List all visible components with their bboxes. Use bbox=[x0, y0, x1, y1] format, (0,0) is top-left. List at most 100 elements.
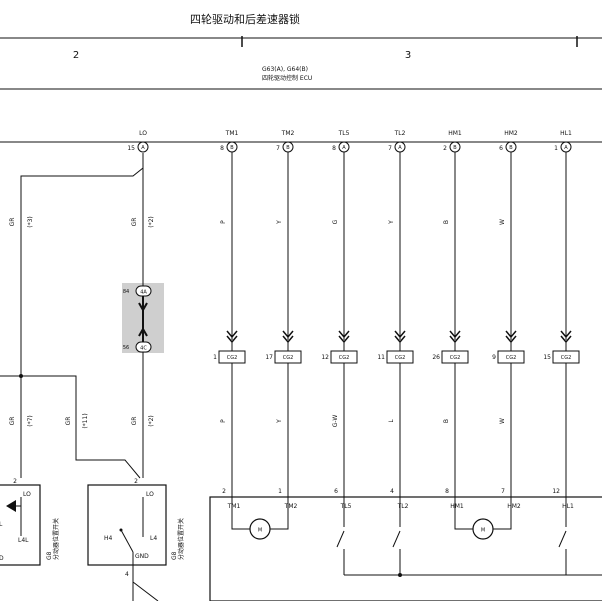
motor-icon bbox=[249, 518, 271, 540]
ecu-pin-number: 7 bbox=[276, 145, 280, 152]
motor-lead bbox=[454, 497, 473, 530]
left-wire-note: (*11) bbox=[82, 413, 89, 428]
actuator-label: HM1 bbox=[450, 503, 464, 510]
ecu-pin-name: TM2 bbox=[281, 130, 295, 137]
actuator-pin-number: 12 bbox=[552, 488, 560, 495]
switch-right-label-gnd: GND bbox=[135, 553, 149, 560]
ecu-pin-name: TM1 bbox=[225, 130, 239, 137]
switch-right-name: 分动器位置开关 bbox=[177, 518, 185, 560]
actuator-pin-number: 1 bbox=[278, 488, 282, 495]
switch-right-label-lo: LO bbox=[146, 491, 154, 498]
motor-lead bbox=[231, 497, 250, 530]
actuator-label: TL5 bbox=[340, 503, 352, 510]
switch-left-label-l: L bbox=[0, 521, 3, 528]
switch-right-ref: G8 bbox=[171, 551, 178, 560]
ecu-pin-number: 1 bbox=[554, 145, 558, 152]
cg2-connector-label: CG2 bbox=[450, 355, 461, 361]
actuator-label: TM2 bbox=[284, 503, 298, 510]
ecu-pin-name: TL5 bbox=[338, 130, 350, 137]
arrow-down-icon bbox=[394, 330, 406, 339]
cg2-connector-label: CG2 bbox=[561, 355, 572, 361]
switch-left-pin: 2 bbox=[13, 478, 17, 485]
ecu-pin-connector-id: B bbox=[509, 145, 513, 151]
switch-right-pin-bottom: 4 bbox=[125, 571, 129, 578]
upper-wire-color: P bbox=[220, 220, 227, 224]
cg2-pin-number: 26 bbox=[432, 354, 440, 361]
arrow-down-icon bbox=[282, 330, 294, 339]
ecu-pin-name: LO bbox=[139, 130, 147, 137]
joint-top-num: 84 bbox=[123, 289, 129, 295]
arrow-down-icon bbox=[449, 330, 461, 339]
motor-symbol: M bbox=[258, 528, 262, 534]
motor-icon bbox=[472, 518, 494, 540]
limit-switch-contact bbox=[392, 530, 401, 548]
switch-left: 2 LO L L4L D G8 分动器位置开关 bbox=[0, 478, 60, 566]
column-number-3: 3 bbox=[405, 50, 411, 61]
switch-right: 2 LO L4 H4 GND 4 G8 分动器位置开关 bbox=[87, 478, 185, 602]
joint-connector: 4A 84 4C 56 bbox=[123, 285, 152, 353]
joint-bot-id: 4C bbox=[140, 346, 147, 352]
limit-switch-contact bbox=[336, 530, 345, 548]
actuator-box bbox=[209, 496, 602, 602]
ecu-pin-connector-id: A bbox=[342, 145, 346, 151]
actuator-pin-number: 2 bbox=[222, 488, 226, 495]
lower-wire-color: P bbox=[220, 419, 227, 423]
cg2-pin-number: 11 bbox=[377, 354, 385, 361]
left-wire-color: GR bbox=[9, 218, 16, 227]
ecu-pin-number: 6 bbox=[499, 145, 503, 152]
left-wire-note: (*2) bbox=[148, 415, 155, 427]
switch-right-pin: 2 bbox=[134, 478, 138, 485]
left-wire-note: (*3) bbox=[27, 216, 34, 228]
motor-lead bbox=[493, 497, 512, 530]
motor-lead bbox=[270, 497, 289, 530]
switch-left-label-d: D bbox=[0, 555, 4, 562]
cg2-pin-number: 12 bbox=[321, 354, 329, 361]
left-wire-note: (*2) bbox=[148, 216, 155, 228]
lower-wire-color: B bbox=[443, 419, 450, 423]
ground-lead bbox=[132, 581, 159, 602]
ecu-pin-connector-id: A bbox=[398, 145, 402, 151]
switch-right-label-h4: H4 bbox=[104, 535, 113, 542]
left-wiring bbox=[0, 153, 144, 479]
ecu-name: 四轮驱动控制 ECU bbox=[262, 74, 312, 82]
left-wire-note: (*7) bbox=[27, 415, 34, 427]
joint-top-id: 4A bbox=[140, 290, 147, 296]
lower-wire-color: W bbox=[499, 418, 506, 424]
cg2-connector-label: CG2 bbox=[283, 355, 294, 361]
ecu-pin-connector-id: B bbox=[230, 145, 234, 151]
splice-point bbox=[19, 374, 23, 378]
actuator-pin-number: 8 bbox=[445, 488, 449, 495]
ecu-pin-number: 15 bbox=[127, 145, 135, 152]
cg2-pin-number: 9 bbox=[492, 354, 496, 361]
cg2-connector-label: CG2 bbox=[227, 355, 238, 361]
lower-wire-color: G-W bbox=[332, 415, 339, 428]
ecu-pin-connector-id: B bbox=[286, 145, 290, 151]
cg2-pin-number: 17 bbox=[265, 354, 273, 361]
arrow-down-icon bbox=[226, 330, 238, 339]
lower-wire-color: L bbox=[388, 419, 395, 423]
left-wire-color: GR bbox=[65, 417, 72, 426]
lower-wire-color: Y bbox=[276, 419, 283, 424]
upper-wire-color: W bbox=[499, 219, 506, 225]
cg2-pin-number: 1 bbox=[213, 354, 217, 361]
diode-icon bbox=[6, 500, 16, 512]
upper-wire-color: Y bbox=[388, 220, 395, 225]
upper-wire-color: Y bbox=[276, 220, 283, 225]
left-wire-color: GR bbox=[131, 218, 138, 227]
switch-right-contact bbox=[120, 529, 134, 553]
left-wire-color: GR bbox=[9, 417, 16, 426]
actuator-label: HM2 bbox=[507, 503, 521, 510]
actuator-pin-number: 6 bbox=[334, 488, 338, 495]
ecu-pin-connector-id: A bbox=[141, 145, 145, 151]
actuator-label: TL2 bbox=[397, 503, 409, 510]
ecu-pin-connector bbox=[137, 141, 149, 153]
cg2-connector-label: CG2 bbox=[506, 355, 517, 361]
switch-left-label-l4l: L4L bbox=[18, 537, 29, 544]
ecu-pin-number: 7 bbox=[388, 145, 392, 152]
splice-point bbox=[398, 573, 402, 577]
cg2-connector-label: CG2 bbox=[395, 355, 406, 361]
left-wire-color: GR bbox=[131, 417, 138, 426]
upper-wire-color: G bbox=[332, 219, 339, 224]
